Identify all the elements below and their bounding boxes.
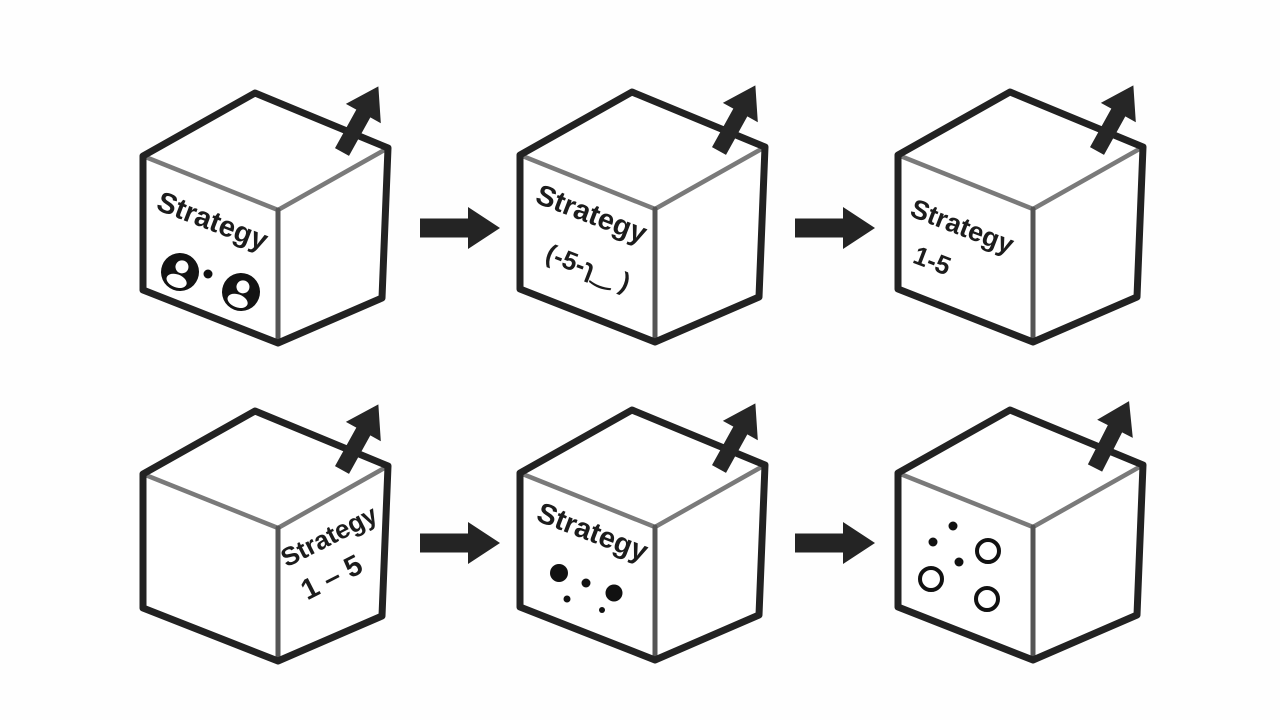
flow-right-arrow-icon: [420, 207, 500, 249]
flow-right-arrow-icon: [420, 522, 500, 564]
filled-dot: [563, 595, 571, 603]
cube-outline: [139, 89, 392, 347]
up-right-arrow-icon: [712, 403, 758, 473]
up-right-arrow-icon: [335, 404, 381, 474]
person-badge-icon: [161, 253, 199, 291]
hollow-circle: [975, 538, 1001, 564]
filled-dot: [954, 557, 964, 567]
filled-dot: [581, 578, 591, 588]
hollow-circle: [974, 586, 1000, 612]
flow-right-arrow-icon: [795, 522, 875, 564]
cube-body: [898, 410, 1143, 660]
up-right-arrow-icon: [712, 85, 758, 155]
cube-body: [520, 410, 765, 660]
cube-body: [143, 411, 388, 661]
between-dot: [203, 269, 213, 279]
person-shoulders: [166, 273, 187, 289]
right-arrow-shape: [795, 207, 875, 249]
filled-dot: [550, 564, 568, 582]
cube-outline: [516, 406, 769, 664]
filled-dot: [948, 521, 958, 531]
filled-dot: [928, 537, 938, 547]
right-arrow-shape: [420, 207, 500, 249]
up-right-arrow-icon: [1087, 401, 1133, 472]
cube-body: [520, 92, 765, 342]
flow-right-arrow-icon: [795, 207, 875, 249]
cube-outline: [894, 88, 1147, 346]
hollow-circle: [918, 566, 944, 592]
cube-5: Strategy: [516, 403, 769, 664]
up-right-arrow-icon: [1090, 85, 1136, 155]
right-arrow-shape: [795, 522, 875, 564]
person-shoulders: [227, 293, 248, 309]
filled-dot: [605, 584, 623, 602]
cube-2: Strategy (-5-ɿ‿ ): [516, 85, 769, 346]
cube-outline: [894, 406, 1147, 664]
cube-1: Strategy: [139, 86, 392, 347]
hollow-and-filled-dots: [918, 521, 1001, 612]
cube-outline: [139, 407, 392, 665]
cube-4: Strategy 1 – 5: [139, 404, 392, 665]
cube-3: Strategy 1-5: [894, 85, 1147, 346]
up-right-arrow-icon: [335, 86, 381, 156]
person-badge-icon: [222, 273, 260, 311]
cube-body: [143, 93, 388, 343]
cube-body: [898, 92, 1143, 342]
right-arrow-shape: [420, 522, 500, 564]
cube-outline: [516, 88, 769, 346]
person-head: [236, 280, 250, 294]
cube-6: [894, 401, 1147, 664]
scatter-filled-dots: [550, 564, 623, 613]
person-head: [175, 260, 189, 274]
filled-dot: [599, 607, 605, 613]
